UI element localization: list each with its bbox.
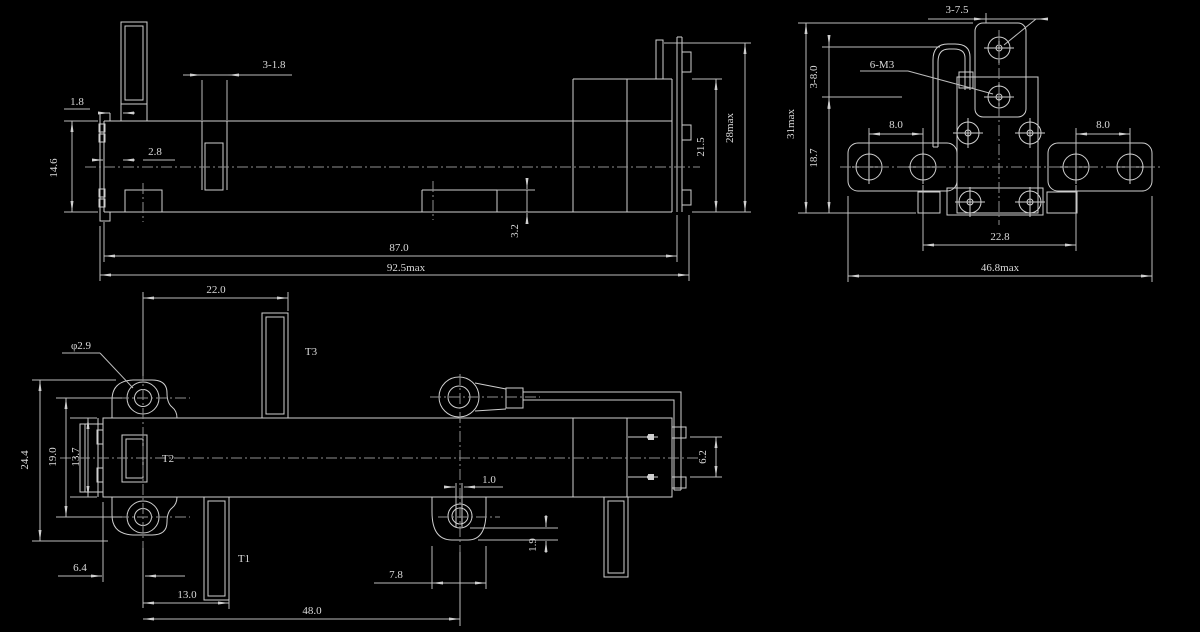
- dim-screw-spec: 6-M3: [870, 59, 895, 71]
- side-view-outline: [85, 21, 700, 222]
- side-view-dimensions: 1.8 3-1.8 2.8 14.6 3.2 87.0 92.5max 21.5…: [48, 42, 751, 281]
- label-terminal-t3: T3: [305, 346, 318, 358]
- dim-slot-width: 1.0: [482, 474, 496, 486]
- plan-view-dimensions: 22.0 φ2.9 T3 T2 T1 24.4 19.0 13.7 6.4 13…: [19, 284, 722, 626]
- dim-mount-hole-dia: φ2.9: [71, 340, 92, 352]
- dim-top-hole-pitch: 3-7.5: [946, 4, 969, 16]
- terminal-dot: [648, 474, 654, 480]
- dim-body-length: 87.0: [389, 242, 409, 254]
- dim-boss-offset: 1.9: [527, 538, 539, 552]
- dim-slot-width-3x: 3-1.8: [263, 59, 286, 71]
- label-terminal-t2: T2: [162, 453, 174, 465]
- dim-plan-body-width: 13.7: [70, 447, 82, 467]
- dim-hole-span: 48.0: [302, 605, 322, 617]
- dim-terminal-height: 21.5: [695, 137, 707, 157]
- dim-edge-to-hole: 6.4: [73, 562, 87, 574]
- dim-left-hole-pitch: 8.0: [889, 119, 903, 131]
- dim-clip-height: 3-8.0: [808, 65, 820, 88]
- end-view-dimensions: 3-7.5 6-M3 3-8.0 31max 18.7 8.0 8.0 22.8…: [785, 4, 1153, 282]
- dim-right-hole-pitch: 8.0: [1096, 119, 1110, 131]
- side-view: 1.8 3-1.8 2.8 14.6 3.2 87.0 92.5max 21.5…: [48, 21, 751, 281]
- dim-boss-width: 7.8: [389, 569, 403, 581]
- dim-inner-hole-span: 22.8: [990, 231, 1010, 243]
- end-view: 3-7.5 6-M3 3-8.0 31max 18.7 8.0 8.0 22.8…: [785, 4, 1160, 282]
- plan-view-outline: [60, 312, 700, 601]
- dim-body-height: 14.6: [48, 158, 60, 178]
- plan-view: 22.0 φ2.9 T3 T2 T1 24.4 19.0 13.7 6.4 13…: [19, 284, 722, 626]
- end-view-outline: [840, 22, 1160, 225]
- dim-end-max-width: 46.8max: [981, 262, 1020, 274]
- dim-overall-length: 92.5max: [387, 262, 426, 274]
- dim-bracket-gap: 1.8: [70, 96, 84, 108]
- dim-mount-hole-pitch: 19.0: [47, 447, 59, 467]
- dim-end-max-height: 31max: [785, 109, 797, 139]
- dim-lever-offset: 22.0: [206, 284, 226, 296]
- dim-slot-offset: 2.8: [148, 146, 162, 158]
- dim-ear-drop: 18.7: [808, 148, 820, 168]
- dim-terminal-pitch: 6.2: [697, 450, 709, 464]
- terminal-dot: [648, 434, 654, 440]
- dim-plan-max-width: 24.4: [19, 450, 31, 470]
- dim-foot-height: 3.2: [509, 224, 521, 238]
- dim-lever-edge-span: 13.0: [177, 589, 197, 601]
- dim-max-height: 28max: [724, 113, 736, 143]
- label-terminal-t1: T1: [238, 553, 250, 565]
